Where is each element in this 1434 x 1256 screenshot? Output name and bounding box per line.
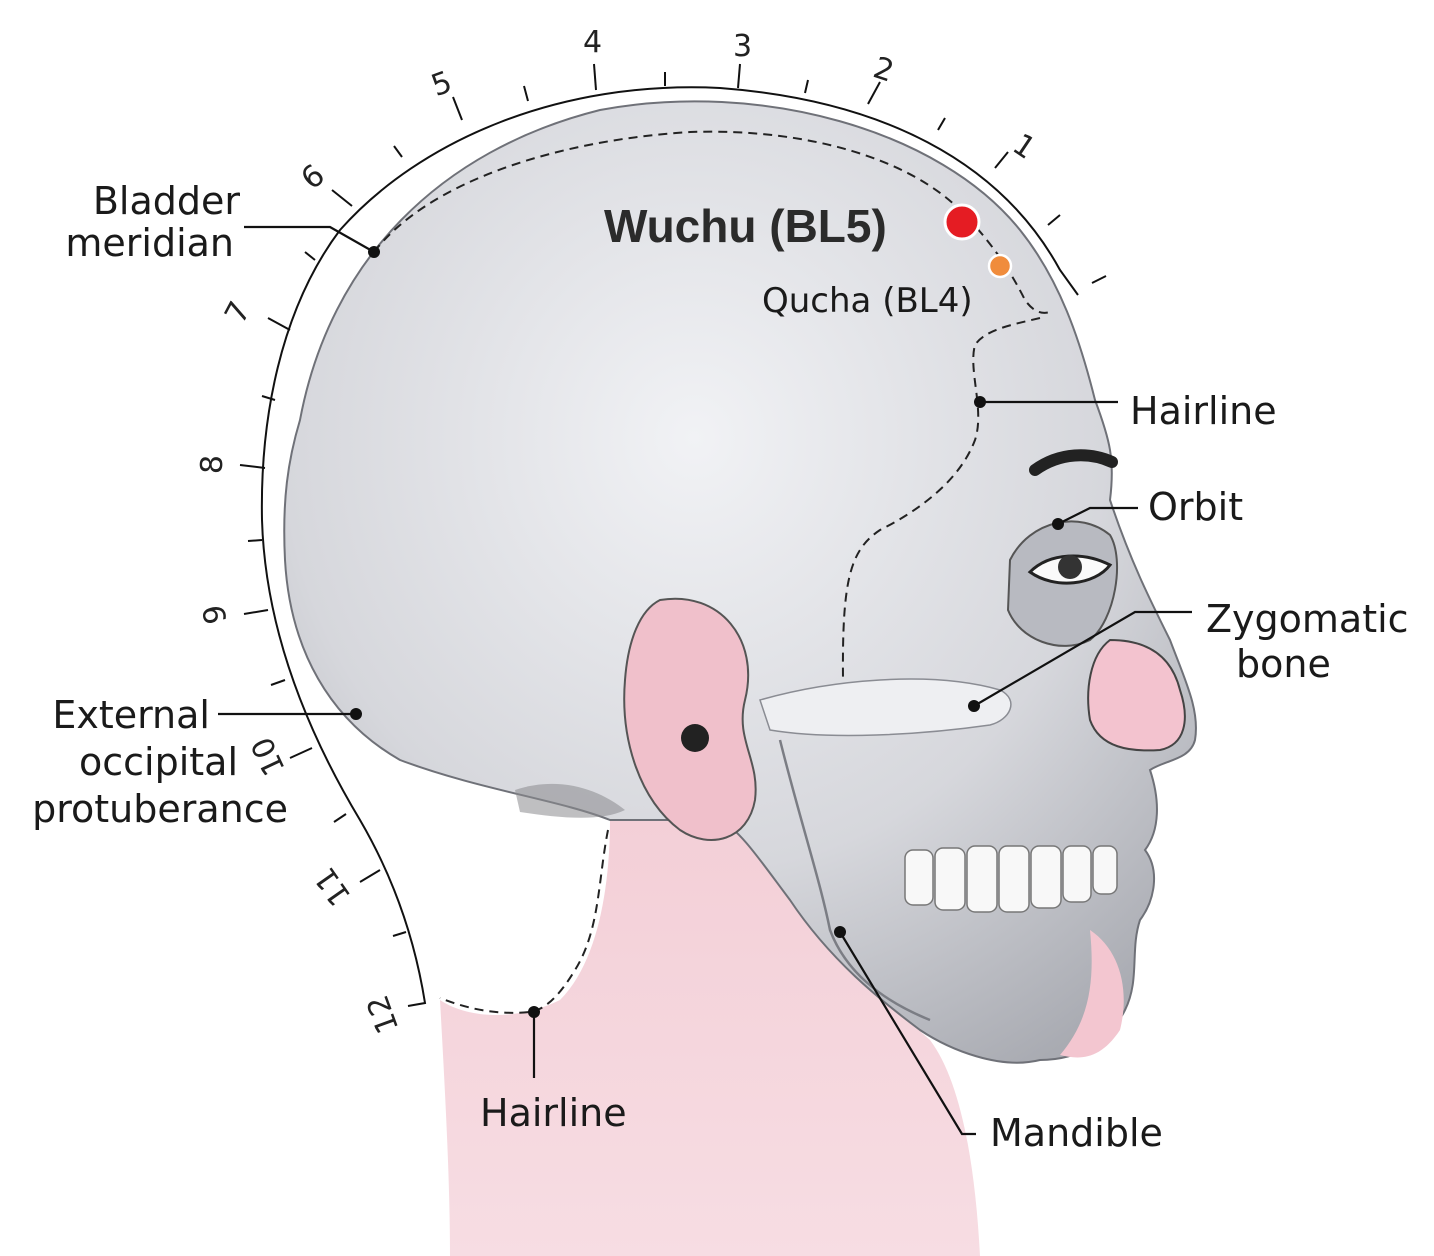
front-hairline-dashed [841,317,1041,681]
scale-tick-12: 12 [360,990,406,1038]
zygomatic-arch [759,678,1012,737]
leader-bladder [244,225,380,258]
scale-tick-4: 4 [583,25,602,60]
qucha-label: Qucha (BL4) [762,281,973,321]
neck [440,820,980,1256]
label-orbit: Orbit [1148,485,1243,529]
leader-hairline-front [974,396,1118,408]
label-hairline-back: Hairline [480,1091,627,1135]
label-zygomatic-1: Zygomatic [1206,597,1409,641]
scale-tick-9: 9 [197,602,235,627]
mandible-outline [778,739,931,1022]
wuchu-label: Wuchu (BL5) [604,200,887,252]
qucha-point[interactable] [987,253,1013,279]
bladder-meridian-line [373,130,1051,314]
label-bladder-meridian-2: meridian [65,221,234,265]
leader-mandible [834,926,976,1136]
label-occipital-3: protuberance [32,787,288,831]
scale-tick-11: 11 [308,861,359,912]
leader-occipital [218,708,362,720]
scale-tick-1: 1 [1006,127,1041,167]
scale-tick-2: 2 [869,50,898,89]
scale-tick-6: 6 [295,158,332,197]
wuchu-point[interactable] [943,203,981,241]
eyebrow [1029,449,1118,476]
iris [1058,555,1082,579]
label-hairline-front: Hairline [1130,389,1277,433]
scale-tick-5: 5 [427,65,457,104]
scale-tick-10: 10 [245,731,293,780]
scale-tick-3: 3 [733,29,752,64]
measurement-scale-arc [260,86,1079,1007]
back-hairline-dashed [439,829,609,1014]
label-zygomatic-2: bone [1236,642,1331,686]
occipital-shadow [515,783,625,818]
ear-canal [681,724,709,752]
nose [1087,638,1186,752]
leader-zygomatic [968,610,1192,712]
chin [1060,930,1124,1058]
leader-orbit [1052,506,1138,530]
ear [623,597,757,841]
scale-ticks [239,63,1107,937]
label-occipital-1: External [52,693,210,737]
label-bladder-meridian-1: Bladder [93,179,241,223]
scale-tick-7: 7 [218,296,258,329]
label-mandible: Mandible [990,1111,1163,1155]
scale-tick-8: 8 [195,454,231,474]
label-occipital-2: occipital [79,740,238,784]
leader-hairline-back [528,1006,540,1078]
teeth [904,845,1118,913]
